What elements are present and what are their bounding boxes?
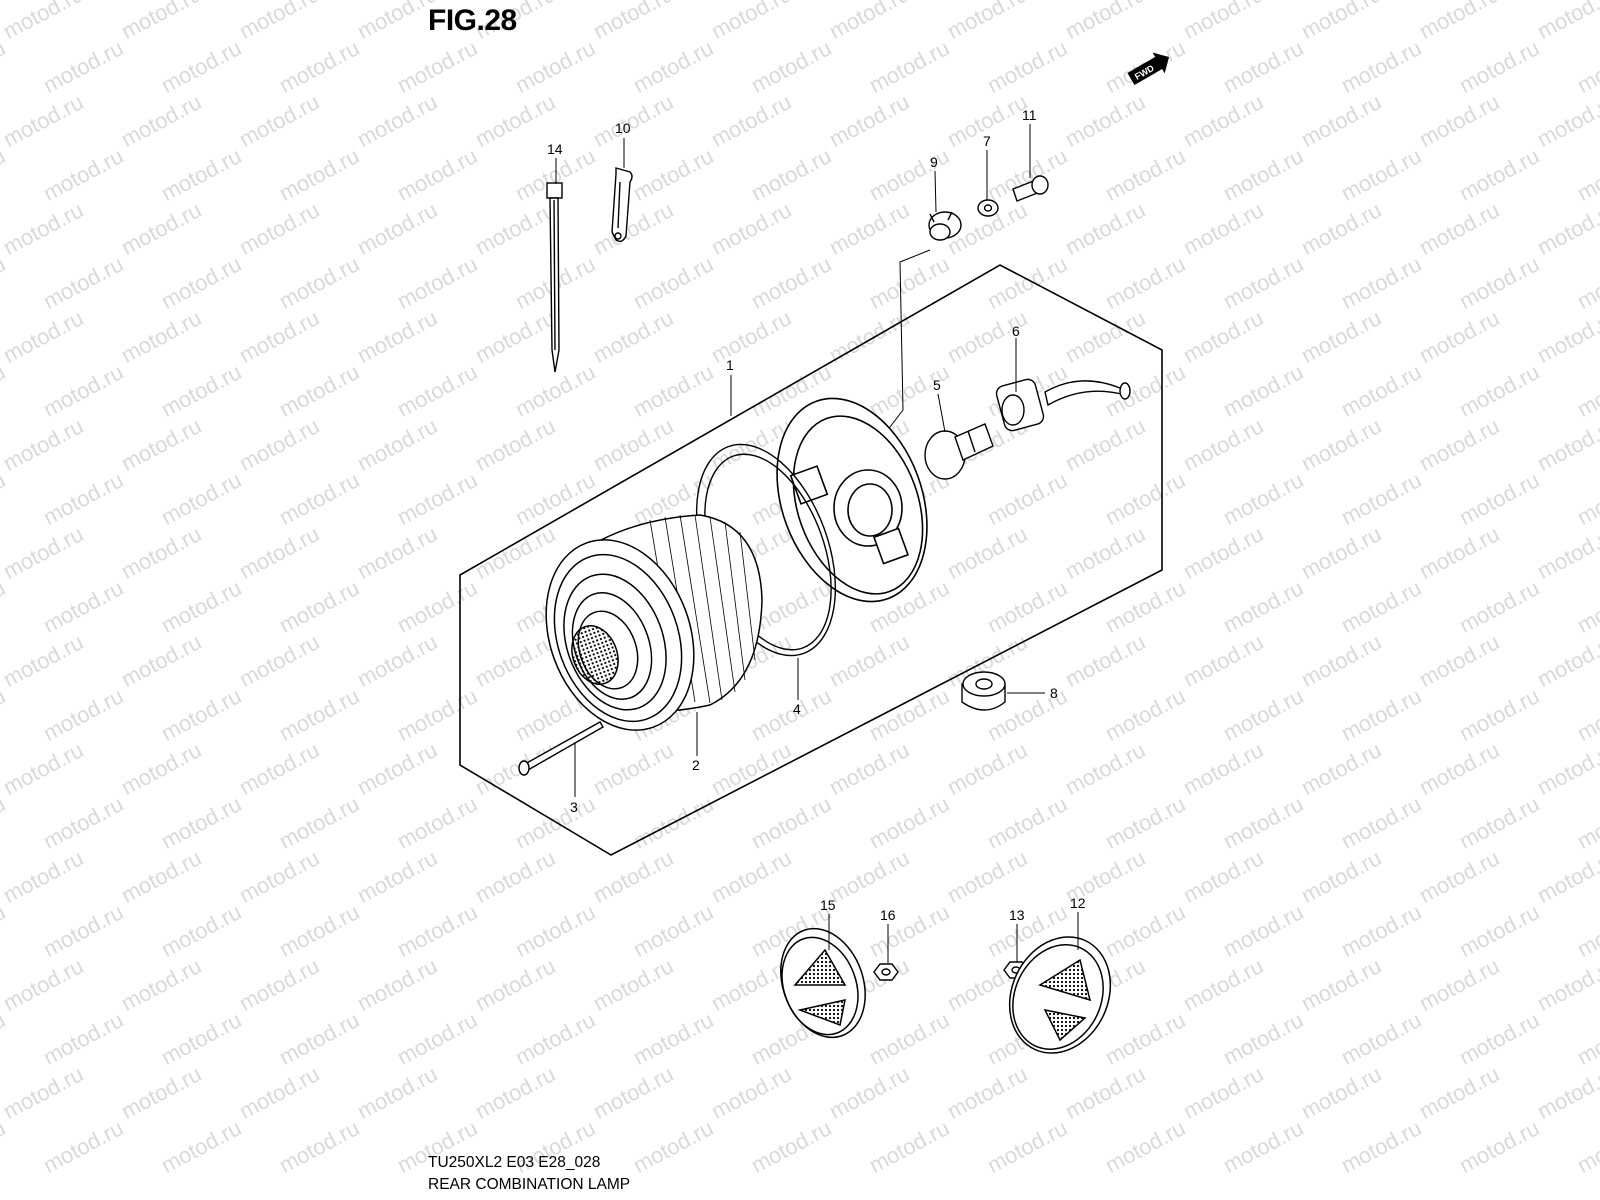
callout-4: 4 — [793, 701, 801, 717]
part-16-nut — [873, 963, 899, 981]
callout-14: 14 — [547, 141, 563, 157]
callout-5: 5 — [933, 377, 941, 393]
callout-1: 1 — [726, 357, 734, 373]
callout-10: 10 — [615, 120, 631, 136]
part-7-washer — [977, 199, 999, 217]
callout-11: 11 — [1022, 107, 1037, 123]
diagram-name: REAR COMBINATION LAMP — [428, 1176, 631, 1193]
fwd-arrow-icon: FWD — [1127, 52, 1170, 86]
leader-line-9 — [879, 249, 931, 441]
leader-lines — [555, 124, 1079, 963]
callout-8: 8 — [1050, 685, 1058, 701]
callout-13: 13 — [1009, 907, 1025, 923]
callout-12: 12 — [1070, 895, 1086, 911]
part-6-socket — [995, 378, 1131, 432]
part-15-reflector — [780, 927, 866, 1039]
callout-15: 15 — [820, 897, 836, 913]
part-lamp-base — [776, 397, 928, 603]
part-11-screw — [1012, 175, 1049, 202]
callout-9: 9 — [930, 154, 938, 170]
assembly-outline — [459, 264, 1163, 856]
part-3-screw — [518, 721, 604, 776]
figure-title: FIG.28 — [428, 4, 517, 37]
callout-2: 2 — [692, 757, 700, 773]
leader-line-5 — [937, 393, 946, 433]
part-5-bulb — [924, 423, 994, 480]
model-code: TU250XL2 E03 E28_028 — [428, 1154, 601, 1171]
callout-3: 3 — [570, 799, 578, 815]
part-2-lens — [545, 514, 763, 731]
part-14-cable-tie — [546, 182, 563, 373]
part-8-cushion — [961, 671, 1006, 711]
part-12-reflector — [1008, 936, 1112, 1054]
part-9-grommet — [928, 211, 962, 241]
callout-16: 16 — [880, 907, 896, 923]
callout-6: 6 — [1012, 323, 1020, 339]
part-10-clamp — [611, 167, 633, 243]
leader-line-9-top — [934, 170, 937, 213]
callout-7: 7 — [983, 133, 991, 149]
